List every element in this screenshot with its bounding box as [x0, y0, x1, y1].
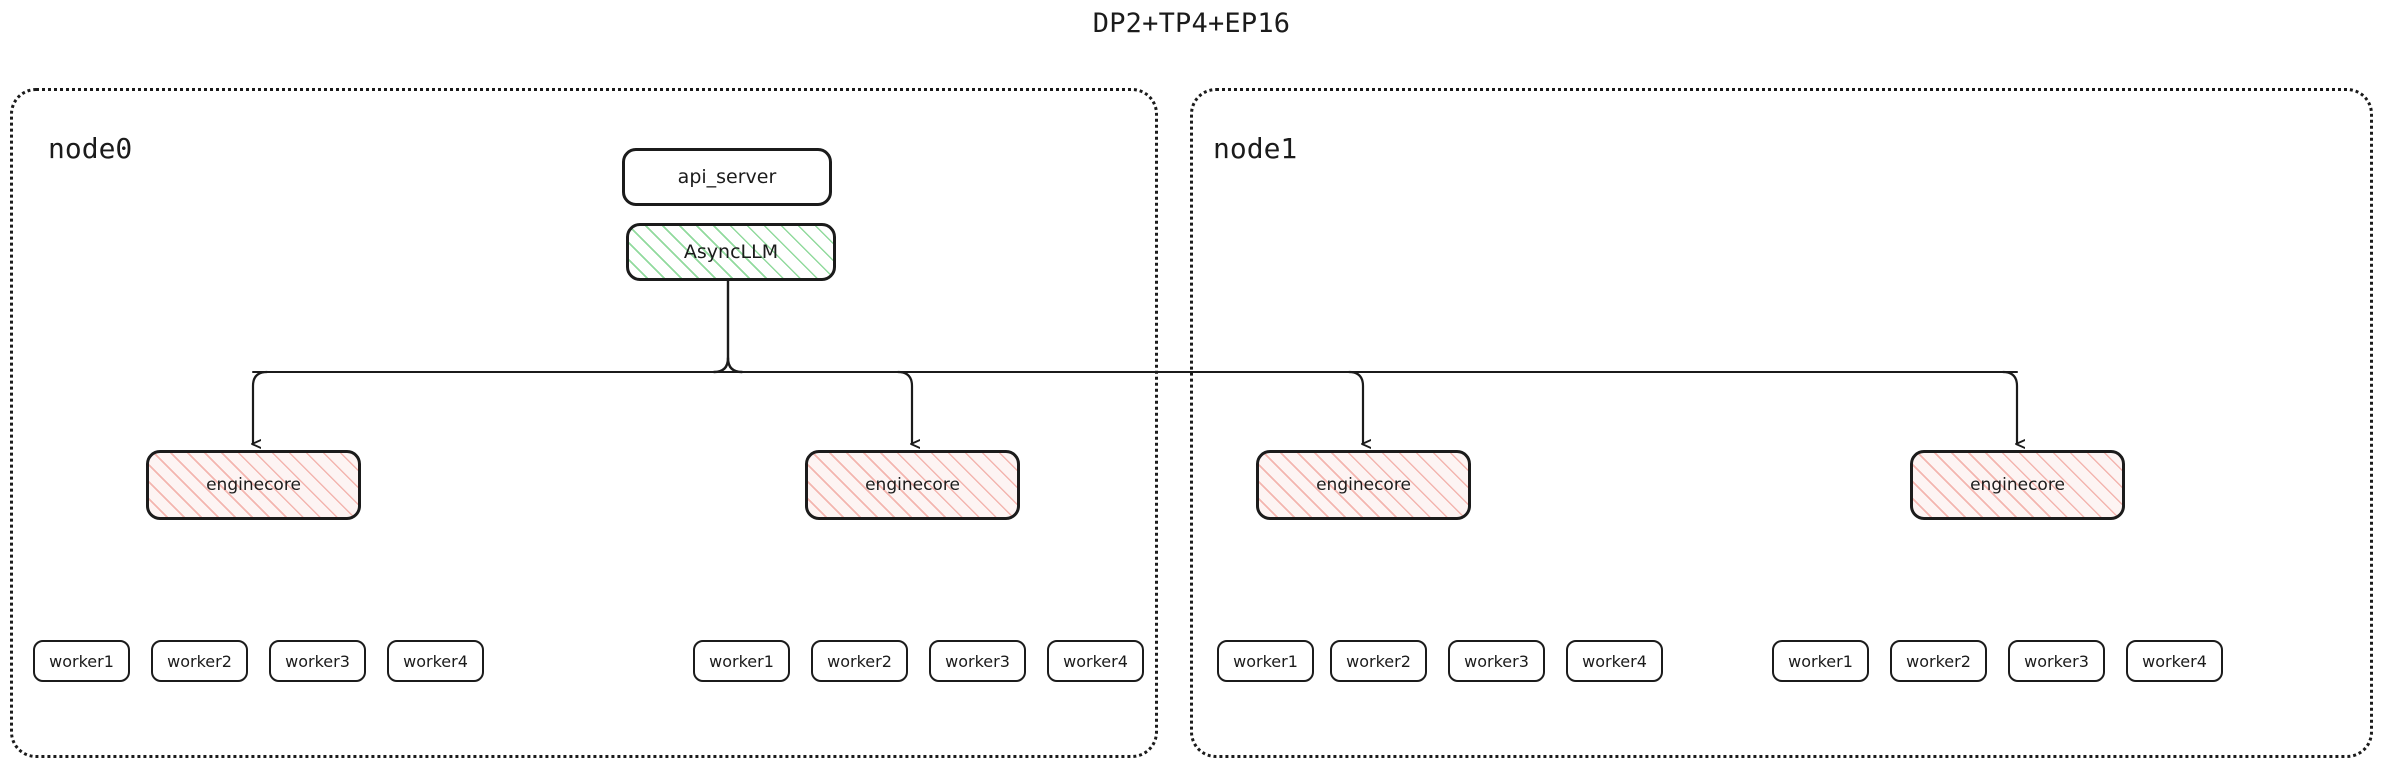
- worker-box[interactable]: worker1: [1772, 640, 1869, 682]
- worker-label: worker1: [709, 651, 774, 671]
- worker-label: worker3: [285, 651, 350, 671]
- api-server-label: api_server: [677, 166, 777, 188]
- node-container-node1: [1190, 88, 2373, 758]
- async-llm-box[interactable]: AsyncLLM: [626, 223, 836, 281]
- diagram-title: DP2+TP4+EP16: [1092, 8, 1291, 39]
- enginecore-label: enginecore: [1970, 475, 2065, 495]
- enginecore-label: enginecore: [865, 475, 960, 495]
- worker-label: worker1: [1233, 651, 1298, 671]
- api-server-box[interactable]: api_server: [622, 148, 832, 206]
- worker-label: worker4: [1063, 651, 1128, 671]
- worker-box[interactable]: worker2: [151, 640, 248, 682]
- worker-label: worker3: [945, 651, 1010, 671]
- worker-label: worker4: [2142, 651, 2207, 671]
- worker-label: worker4: [1582, 651, 1647, 671]
- worker-label: worker2: [1906, 651, 1971, 671]
- worker-box[interactable]: worker4: [2126, 640, 2223, 682]
- enginecore-box[interactable]: enginecore: [1910, 450, 2125, 520]
- worker-box[interactable]: worker4: [1047, 640, 1144, 682]
- worker-box[interactable]: worker1: [1217, 640, 1314, 682]
- worker-box[interactable]: worker4: [387, 640, 484, 682]
- worker-label: worker1: [49, 651, 114, 671]
- enginecore-box[interactable]: enginecore: [805, 450, 1020, 520]
- worker-label: worker3: [1464, 651, 1529, 671]
- worker-box[interactable]: worker2: [1890, 640, 1987, 682]
- node-container-node0: [10, 88, 1158, 758]
- worker-label: worker1: [1788, 651, 1853, 671]
- node-label-node0: node0: [48, 132, 133, 165]
- async-llm-label: AsyncLLM: [683, 241, 779, 263]
- node-label-node1: node1: [1213, 132, 1298, 165]
- worker-label: worker2: [1346, 651, 1411, 671]
- worker-box[interactable]: worker3: [2008, 640, 2105, 682]
- worker-box[interactable]: worker4: [1566, 640, 1663, 682]
- worker-label: worker3: [2024, 651, 2089, 671]
- worker-box[interactable]: worker3: [1448, 640, 1545, 682]
- enginecore-box[interactable]: enginecore: [146, 450, 361, 520]
- worker-box[interactable]: worker2: [1330, 640, 1427, 682]
- worker-label: worker2: [167, 651, 232, 671]
- worker-label: worker4: [403, 651, 468, 671]
- worker-box[interactable]: worker3: [269, 640, 366, 682]
- worker-box[interactable]: worker1: [33, 640, 130, 682]
- enginecore-box[interactable]: enginecore: [1256, 450, 1471, 520]
- worker-box[interactable]: worker1: [693, 640, 790, 682]
- worker-label: worker2: [827, 651, 892, 671]
- enginecore-label: enginecore: [1316, 475, 1411, 495]
- worker-box[interactable]: worker2: [811, 640, 908, 682]
- enginecore-label: enginecore: [206, 475, 301, 495]
- worker-box[interactable]: worker3: [929, 640, 1026, 682]
